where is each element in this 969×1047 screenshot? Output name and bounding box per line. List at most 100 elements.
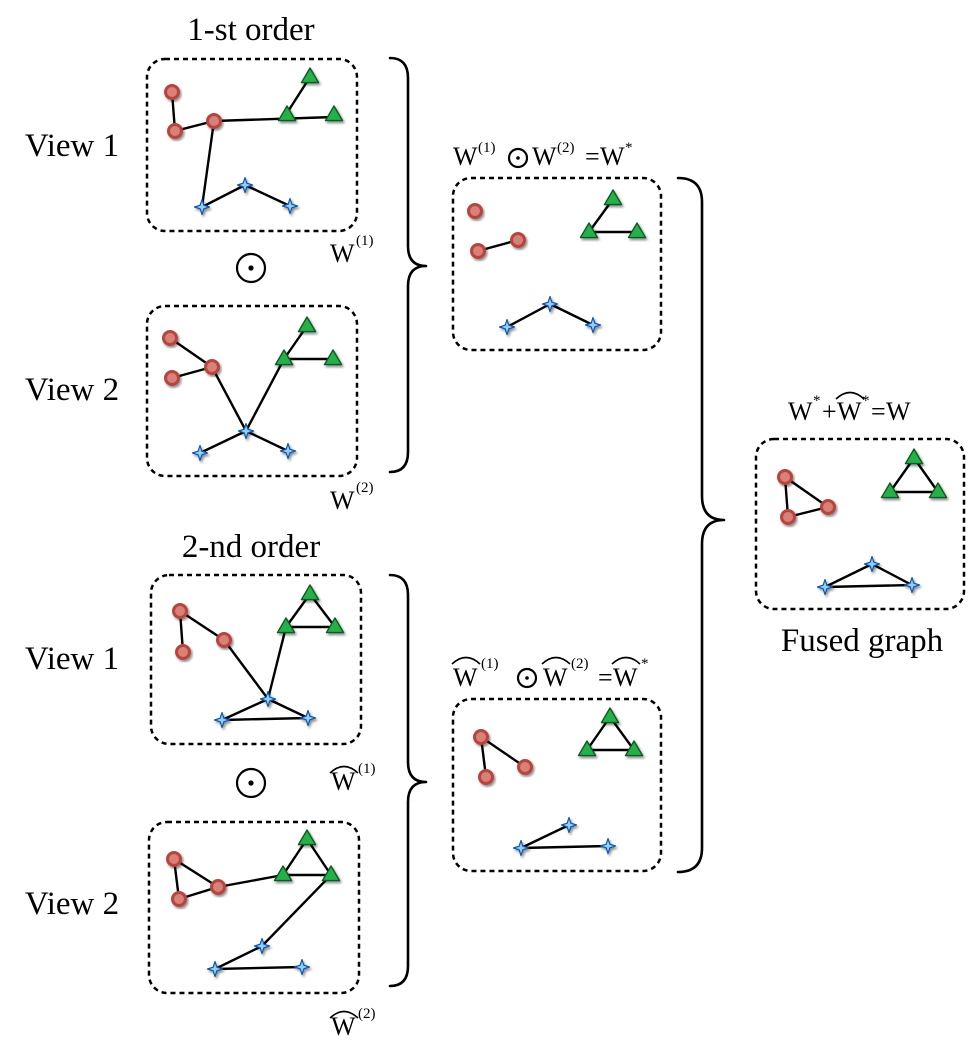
svg-text:=: = — [585, 142, 600, 171]
circle-node-icon — [164, 370, 180, 386]
svg-text:(1): (1) — [356, 233, 374, 249]
circle-node-icon — [172, 603, 188, 619]
svg-text:(2): (2) — [571, 656, 589, 672]
triangle-node-icon — [274, 349, 294, 366]
graph-edge — [244, 358, 286, 432]
first-order-heading: 1-st order — [187, 12, 314, 48]
circle-node-icon — [470, 243, 486, 259]
circle-node-icon — [780, 509, 796, 525]
graph-edge — [261, 874, 332, 947]
graph-edge — [217, 873, 284, 889]
graph-edge — [480, 736, 526, 768]
triangle-node-icon — [297, 829, 317, 846]
graph-edge — [267, 697, 309, 720]
circle-node-icon — [777, 469, 793, 485]
triangle-node-icon — [297, 316, 317, 333]
svg-text:+: + — [822, 397, 837, 426]
first-order-view2-graph — [162, 316, 343, 462]
star-node-icon — [193, 198, 211, 216]
star-node-icon — [299, 709, 317, 727]
circle-node-icon — [210, 879, 226, 895]
star-node-icon — [512, 839, 530, 857]
triangle-node-icon — [276, 617, 296, 634]
graph-edge — [221, 716, 309, 722]
star-node-icon — [279, 442, 297, 460]
graph-edge — [214, 944, 263, 971]
svg-text:W: W — [532, 142, 557, 171]
star-node-icon — [259, 690, 277, 708]
graph-edge — [173, 857, 219, 889]
first-order-brace — [388, 56, 428, 474]
triangle-node-icon — [323, 349, 343, 366]
view1-label-first-order: View 1 — [25, 128, 119, 164]
graph-edge — [169, 337, 213, 368]
svg-text:(2): (2) — [356, 480, 374, 496]
circle-node-icon — [517, 759, 533, 775]
second-order-equation: W (1) W (2) = W * — [451, 656, 649, 692]
second-order-fused-box — [451, 697, 663, 873]
circle-node-icon — [175, 644, 191, 660]
triangle-node-icon — [603, 189, 623, 206]
fused-graph-box — [754, 437, 966, 611]
triangle-node-icon — [277, 105, 297, 122]
second-order-view2-box — [147, 820, 361, 995]
first-order-view1-box — [145, 57, 359, 233]
star-node-icon — [236, 176, 254, 194]
triangle-node-icon — [928, 482, 948, 499]
svg-text:W: W — [330, 486, 355, 515]
graph-edge — [266, 626, 288, 700]
svg-text:(1): (1) — [481, 656, 499, 672]
triangle-node-icon — [300, 67, 320, 84]
graph-edge — [245, 429, 289, 453]
first-order-equation: W (1) W (2) = W * — [453, 140, 633, 171]
triangle-node-icon — [880, 482, 900, 499]
triangle-node-icon — [300, 584, 320, 601]
w-hat-1-label: W (1) — [329, 761, 376, 796]
svg-text:=: = — [598, 663, 613, 692]
hadamard-product-icon — [235, 767, 267, 799]
graph-edge — [223, 639, 269, 700]
second-order-heading: 2-nd order — [182, 529, 320, 565]
svg-text:*: * — [813, 393, 821, 409]
second-order-view2-graph — [166, 829, 341, 978]
svg-text:W: W — [837, 397, 862, 426]
second-order-view1-graph — [172, 584, 345, 729]
graph-edge — [200, 120, 216, 208]
graph-edge — [201, 183, 246, 209]
fused-graph-caption: Fused graph — [781, 623, 944, 659]
graph-edge — [213, 115, 335, 123]
svg-text:W: W — [543, 663, 568, 692]
triangle-node-icon — [325, 617, 345, 634]
first-order-fused-box — [451, 176, 663, 352]
star-node-icon — [541, 295, 559, 313]
graph-edge — [179, 609, 225, 642]
star-node-icon — [281, 197, 299, 215]
fused-equation: W * + W * = W — [788, 391, 911, 426]
svg-text:*: * — [641, 656, 649, 672]
star-node-icon — [863, 555, 881, 573]
circle-node-icon — [206, 113, 222, 129]
circle-node-icon — [510, 232, 526, 248]
circle-node-icon — [467, 203, 483, 219]
graph-edge — [244, 183, 291, 208]
fused-graph-graph — [777, 448, 948, 596]
view1-label-second-order: View 1 — [25, 641, 119, 677]
triangle-node-icon — [624, 740, 644, 757]
star-node-icon — [498, 318, 516, 336]
triangle-node-icon — [904, 448, 924, 465]
star-node-icon — [584, 316, 602, 334]
star-node-icon — [213, 711, 231, 729]
circle-node-icon — [171, 891, 187, 907]
triangle-node-icon — [600, 707, 620, 724]
graph-edge — [210, 366, 248, 432]
star-node-icon — [253, 937, 271, 955]
triangle-node-icon — [321, 865, 341, 882]
svg-text:W: W — [886, 397, 911, 426]
graph-edge — [871, 562, 913, 587]
graph-edge — [520, 823, 570, 850]
circle-node-icon — [478, 769, 494, 785]
svg-text:W: W — [453, 142, 478, 171]
graph-edge — [199, 429, 247, 455]
star-node-icon — [293, 958, 311, 976]
svg-text:W: W — [453, 663, 478, 692]
